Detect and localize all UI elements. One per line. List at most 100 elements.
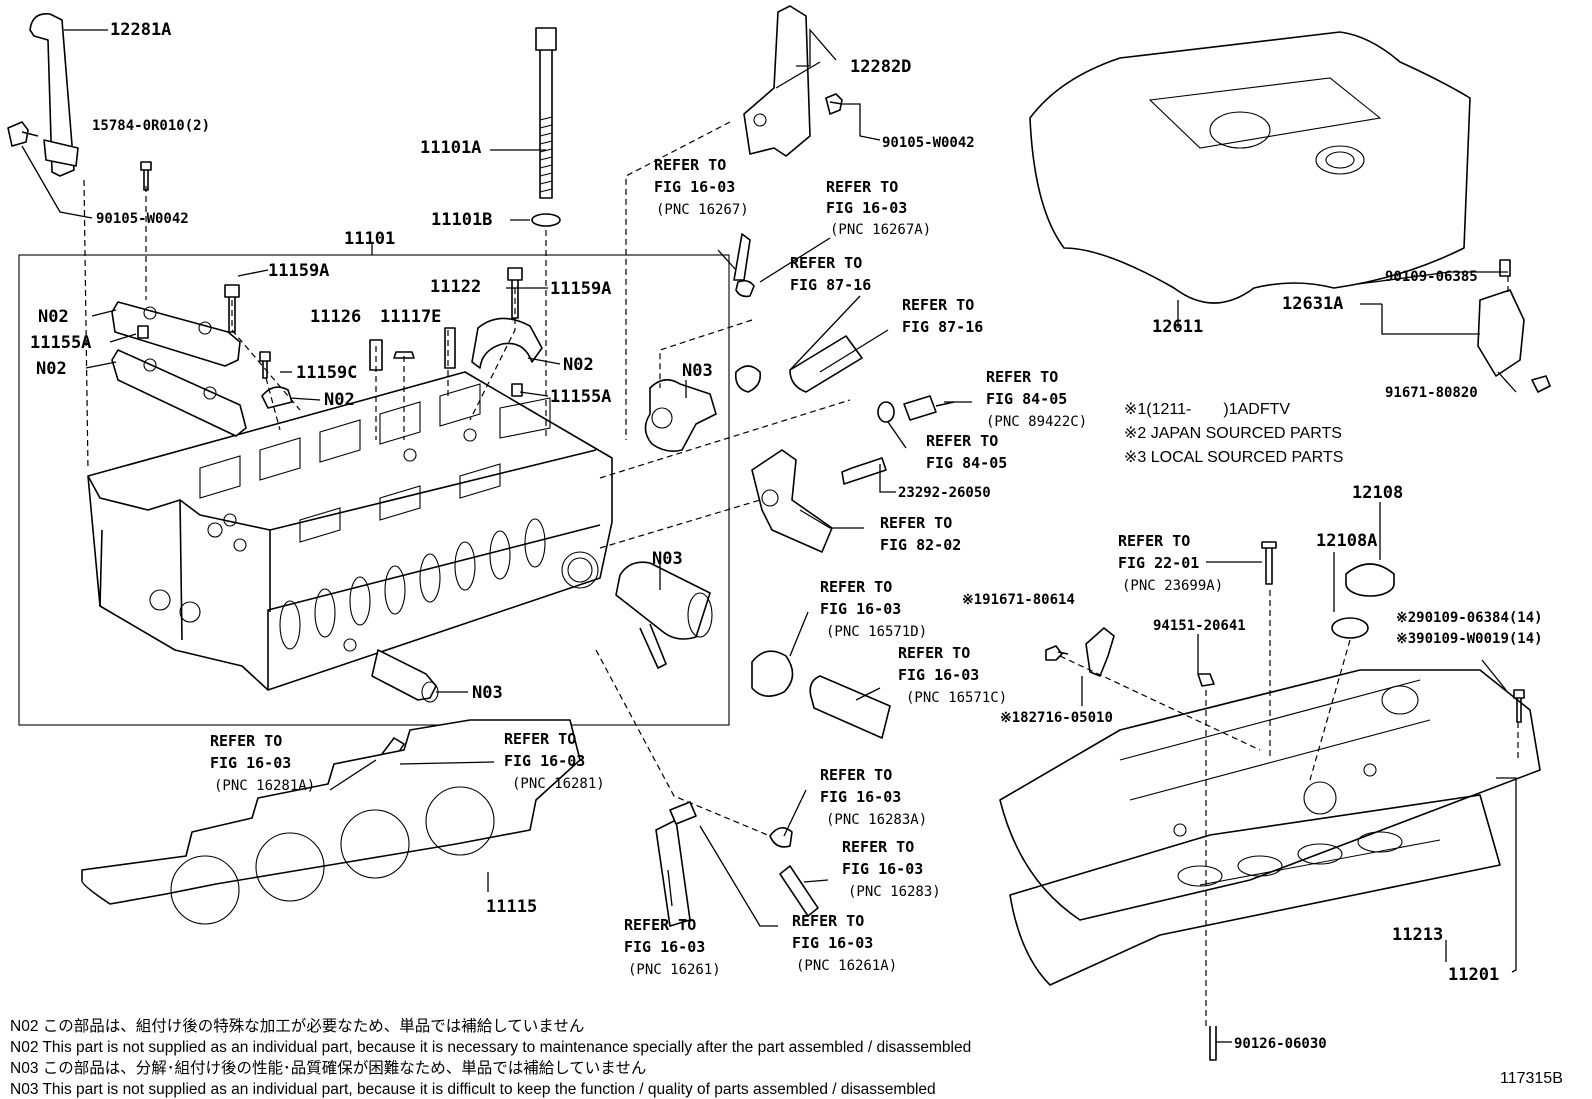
hose-16283 — [779, 865, 819, 917]
footnotes: N02 この部品は、組付け後の特殊な加工が必要なため、単品では補給していません … — [10, 1017, 971, 1098]
footnote-n02-en: N02 This part is not supplied as an indi… — [10, 1039, 971, 1056]
label-11159a-right: 11159A — [550, 279, 611, 299]
bearing-cap-lower-drawing — [111, 349, 247, 437]
bolt-90105-right-drawing — [825, 93, 843, 115]
bolt-94151-drawing — [1197, 673, 1215, 687]
dowel-pin-left — [137, 325, 149, 339]
refer-16261: REFER TO FIG 16-03 (PNC 16261) — [624, 916, 721, 978]
label-11101: 11101 — [344, 229, 395, 249]
refer-16281: REFER TO FIG 16-03 (PNC 16281) — [504, 730, 605, 792]
bracket-82716-drawing — [1085, 627, 1115, 677]
label-n02-1: N02 — [38, 307, 69, 327]
valve-cover-gasket-drawing — [1009, 794, 1501, 986]
label-15784: 15784-0R010(2) — [92, 118, 210, 134]
svg-text:FIG 22-01: FIG 22-01 — [1118, 554, 1199, 572]
svg-text:FIG 82-02: FIG 82-02 — [880, 536, 961, 554]
bolt-90126-drawing — [1209, 1026, 1217, 1061]
label-11201: 11201 — [1448, 965, 1499, 985]
label-11101a: 11101A — [420, 138, 481, 158]
label-12631a: 12631A — [1282, 294, 1343, 314]
svg-text:REFER TO: REFER TO — [792, 912, 864, 930]
svg-text:REFER TO: REFER TO — [820, 578, 892, 596]
tube-11122 — [444, 327, 456, 369]
svg-text:(PNC 16571D): (PNC 16571D) — [826, 624, 927, 640]
head-bolt-drawing — [535, 27, 557, 199]
svg-text:FIG 16-03: FIG 16-03 — [624, 938, 705, 956]
bracket-12631a-drawing — [1477, 259, 1551, 393]
label-90109-06385: 90109-06385 — [1385, 269, 1478, 285]
legend-line-1: ※1(1211- )1ADFTV — [1124, 401, 1290, 418]
svg-text:(PNC 16281A): (PNC 16281A) — [214, 778, 315, 794]
label-11126: 11126 — [310, 307, 361, 327]
refer-16261a: REFER TO FIG 16-03 (PNC 16261A) — [792, 912, 897, 974]
figure-id: 117315B — [1500, 1070, 1563, 1087]
label-23292: 23292-26050 — [898, 485, 991, 501]
label-11213: 11213 — [1392, 925, 1443, 945]
svg-text:(PNC 16267): (PNC 16267) — [656, 202, 749, 218]
label-11159c: 11159C — [296, 363, 357, 383]
label-11159a-left: 11159A — [268, 261, 329, 281]
svg-text:(PNC 16283A): (PNC 16283A) — [826, 812, 927, 828]
cap-gasket-12108a — [1331, 617, 1369, 639]
footnote-n03-jp: N03 この部品は、分解･組付け後の性能･品質確保が困難なため、単品では補給して… — [10, 1059, 646, 1077]
svg-text:(PNC 16261): (PNC 16261) — [628, 962, 721, 978]
hose-16261 — [655, 819, 691, 927]
bolt-90109-w0019-drawing — [1513, 689, 1525, 723]
leader-lines — [21, 28, 1517, 1043]
label-12611: 12611 — [1152, 317, 1203, 337]
tube-11126 — [369, 339, 383, 371]
label-12108a: 12108A — [1316, 531, 1377, 551]
svg-text:FIG 16-03: FIG 16-03 — [820, 788, 901, 806]
label-82716: ※182716-05010 — [1000, 710, 1113, 726]
label-n03-upper: N03 — [682, 361, 713, 381]
svg-text:FIG 84-05: FIG 84-05 — [926, 454, 1007, 472]
svg-text:REFER TO: REFER TO — [926, 432, 998, 450]
svg-text:REFER TO: REFER TO — [820, 766, 892, 784]
plug-11117e — [393, 351, 415, 359]
engine-cover-drawing — [1029, 31, 1471, 304]
svg-text:REFER TO: REFER TO — [898, 644, 970, 662]
clamp-16267a — [735, 279, 755, 298]
svg-text:REFER TO: REFER TO — [902, 296, 974, 314]
stud-23292-drawing — [841, 457, 887, 485]
refer-16283: REFER TO FIG 16-03 (PNC 16283) — [842, 838, 941, 900]
bracket-12282d-drawing — [743, 5, 811, 157]
hose-16267 — [733, 233, 751, 281]
refer-87-16-b: REFER TO FIG 87-16 — [902, 296, 983, 336]
svg-text:FIG 87-16: FIG 87-16 — [902, 318, 983, 336]
sensor-89422c — [903, 395, 955, 421]
label-n03-right: N03 — [652, 549, 683, 569]
label-91671-80820: 91671-80820 — [1385, 385, 1478, 401]
dowel-pin-right — [511, 383, 523, 397]
label-94151: 94151-20641 — [1153, 618, 1246, 634]
svg-text:REFER TO: REFER TO — [880, 514, 952, 532]
legend-line-3: ※3 LOCAL SOURCED PARTS — [1124, 449, 1343, 466]
label-90105-right: 90105-W0042 — [882, 135, 975, 151]
refer-89422c: REFER TO FIG 84-05 (PNC 89422C) — [986, 368, 1087, 430]
legend: ※1(1211- )1ADFTV ※2 JAPAN SOURCED PARTS … — [1124, 401, 1343, 466]
hose-87-16 — [789, 335, 863, 393]
washer-drawing — [531, 213, 561, 227]
svg-text:FIG 87-16: FIG 87-16 — [790, 276, 871, 294]
svg-text:REFER TO: REFER TO — [624, 916, 696, 934]
svg-text:FIG 16-03: FIG 16-03 — [826, 199, 907, 217]
label-n02-4: N02 — [563, 355, 594, 375]
label-12282d: 12282D — [850, 57, 911, 77]
svg-text:(PNC 16261A): (PNC 16261A) — [796, 958, 897, 974]
toyota-emblem — [1325, 151, 1355, 169]
bolt-15784-drawing — [140, 161, 152, 191]
svg-text:REFER TO: REFER TO — [654, 156, 726, 174]
bolt-11159c-drawing — [259, 351, 271, 379]
refer-84-05: REFER TO FIG 84-05 — [926, 432, 1007, 472]
water-outlet-n03-upper — [644, 379, 717, 452]
svg-text:FIG 16-03: FIG 16-03 — [898, 666, 979, 684]
refer-23699a: REFER TO FIG 22-01 (PNC 23699A) — [1118, 532, 1223, 594]
svg-text:REFER TO: REFER TO — [1118, 532, 1190, 550]
bracket-12281a-drawing — [29, 13, 79, 177]
valve-cover-drawing — [999, 669, 1541, 921]
svg-text:REFER TO: REFER TO — [986, 368, 1058, 386]
label-n02-3: N02 — [324, 390, 355, 410]
label-12108: 12108 — [1352, 483, 1403, 503]
label-12281a: 12281A — [110, 20, 171, 40]
